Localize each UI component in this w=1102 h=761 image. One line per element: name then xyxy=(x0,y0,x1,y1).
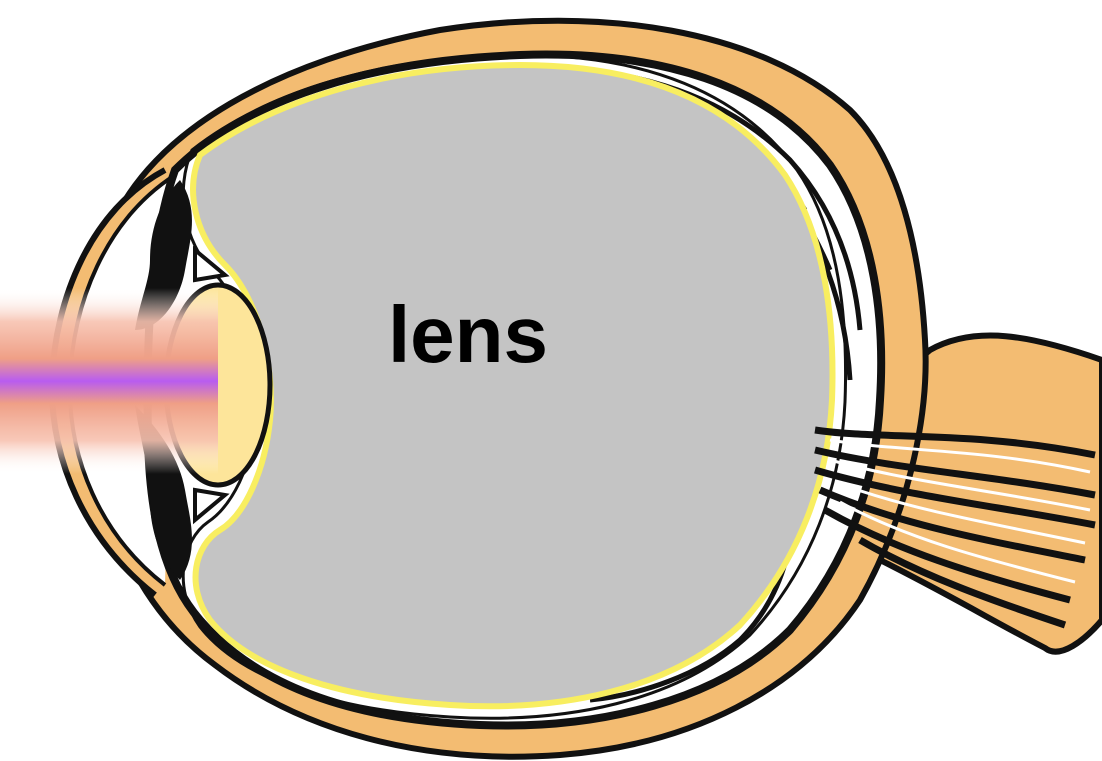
light-beam xyxy=(0,288,218,474)
diagram-label: lens xyxy=(388,290,548,379)
vitreous-body xyxy=(193,65,832,706)
